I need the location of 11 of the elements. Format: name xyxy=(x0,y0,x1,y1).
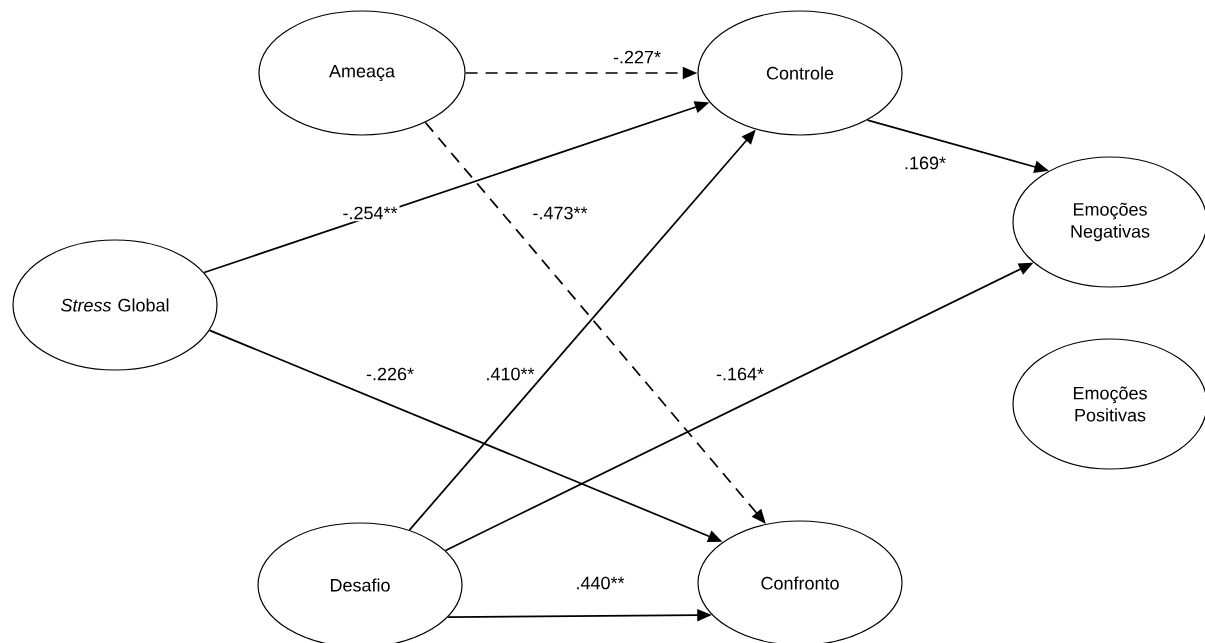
ellipse-node: Ameaça xyxy=(258,10,466,136)
edge-label: -.164* xyxy=(714,365,767,383)
edge-label: -.473** xyxy=(530,204,590,222)
edge-label: -.227* xyxy=(611,48,664,66)
edge-label: .410** xyxy=(483,365,537,383)
ellipse-node: Stress Global xyxy=(12,239,218,371)
ellipse-node: Controle xyxy=(697,10,903,136)
edge-label: .440** xyxy=(573,574,627,592)
edge-label: -.226* xyxy=(364,365,417,383)
edge-label: -.254** xyxy=(340,204,400,222)
edge-label: .169* xyxy=(902,154,949,172)
